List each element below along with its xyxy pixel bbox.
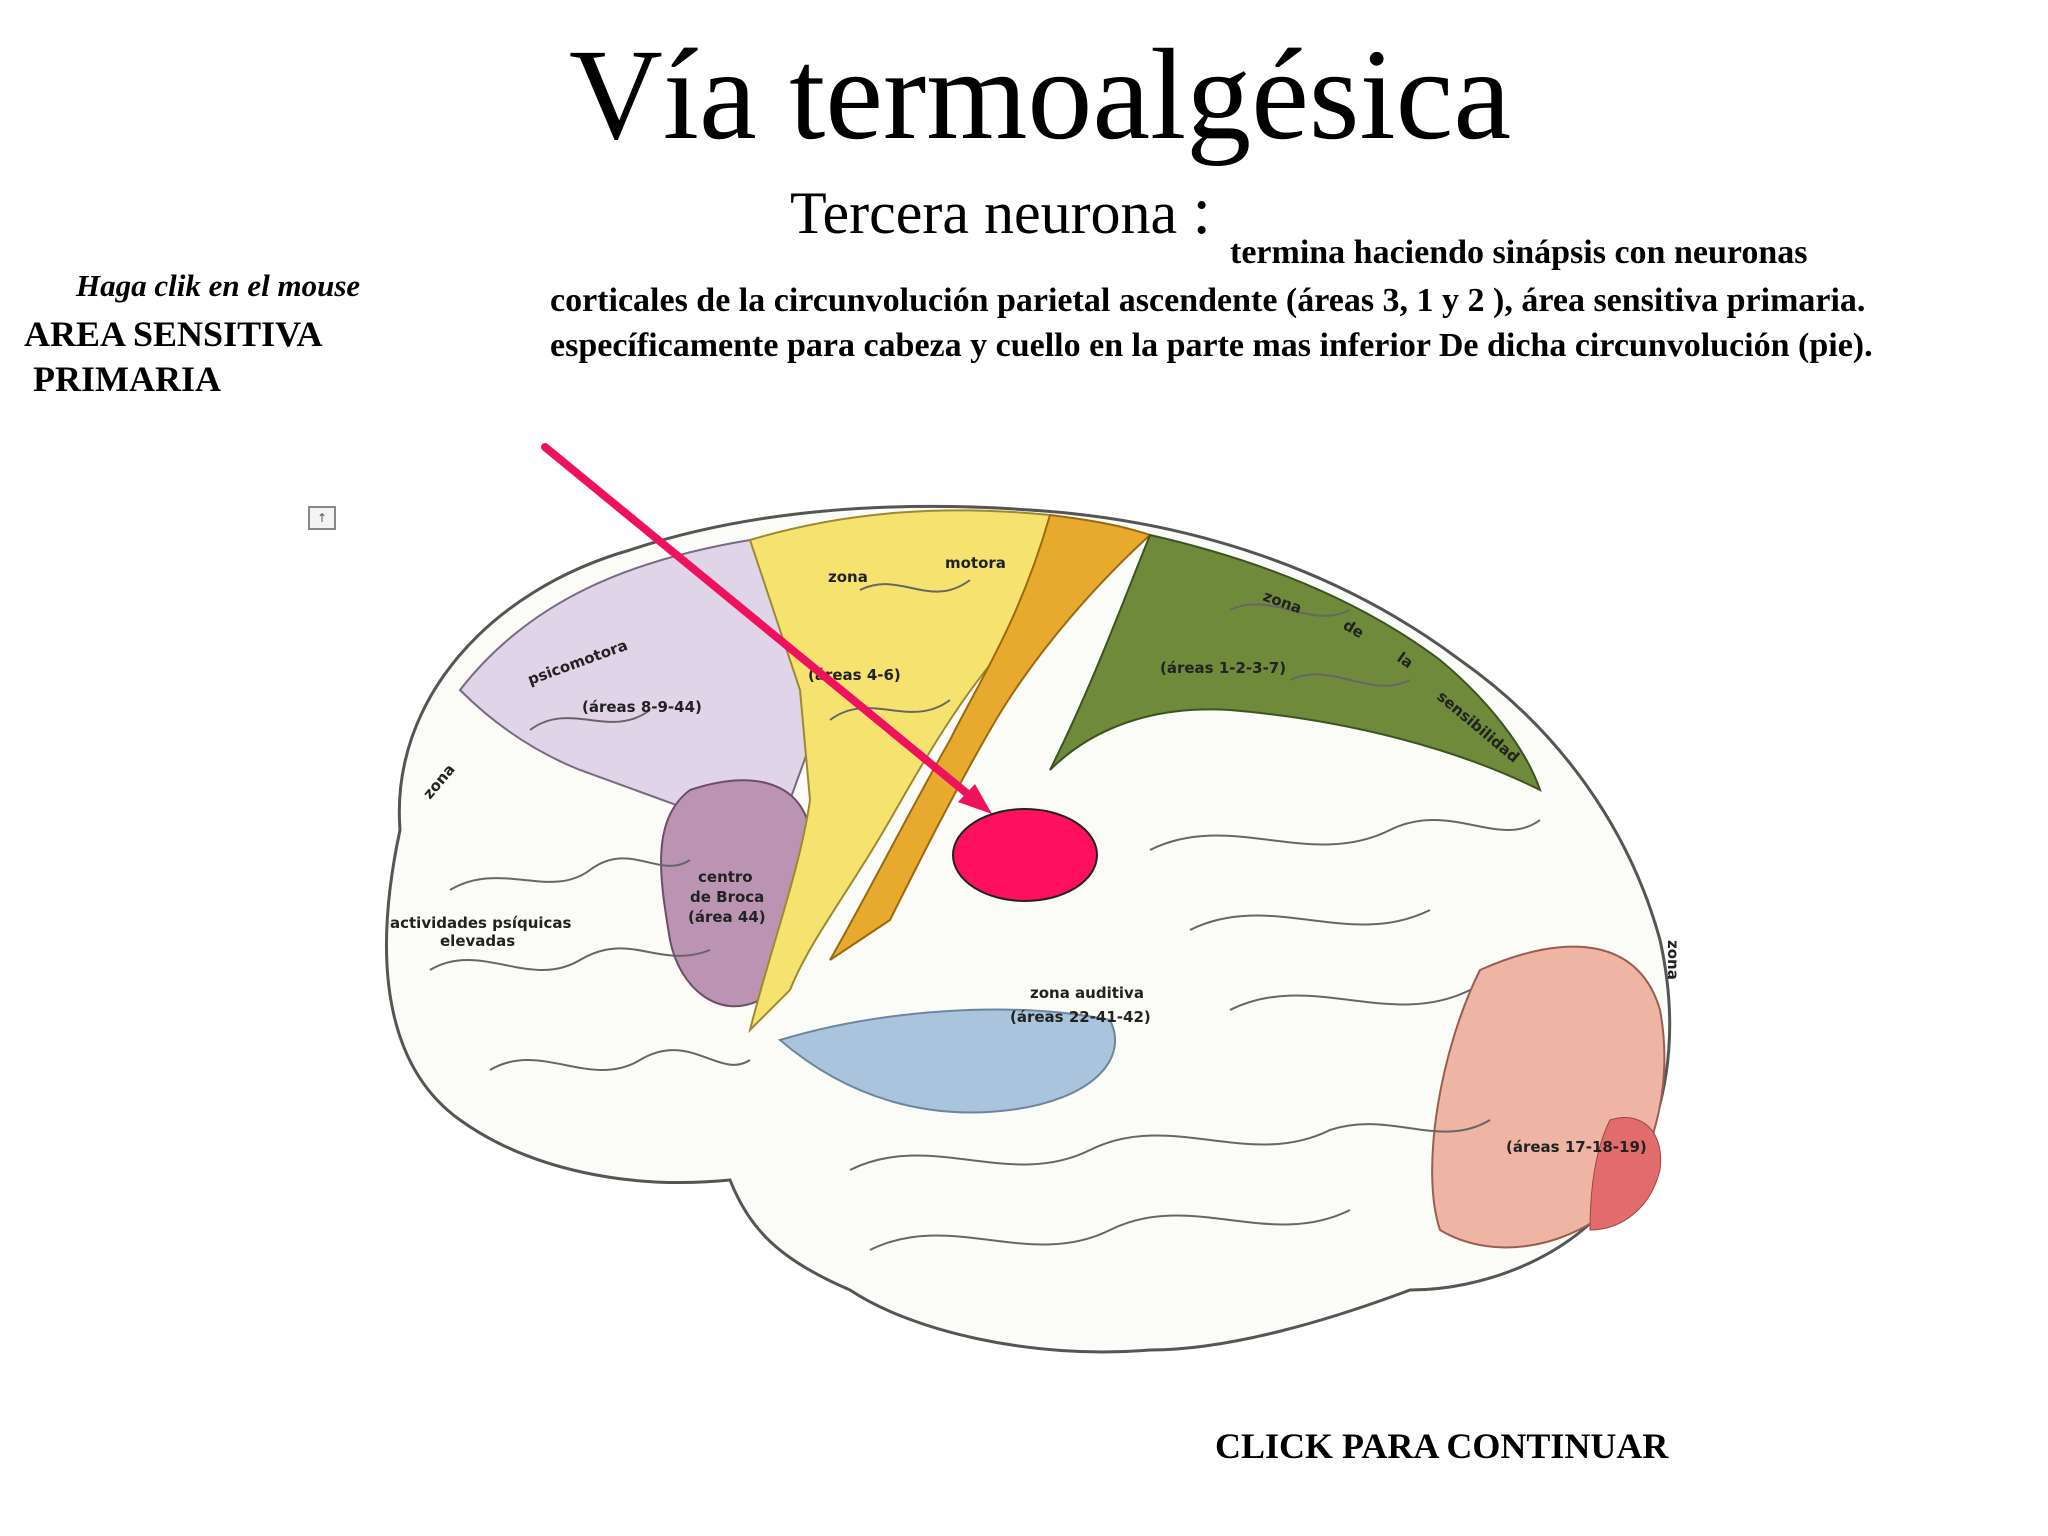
subtitle-colon: : <box>1192 172 1212 248</box>
subtitle-text: Tercera neurona <box>790 180 1178 246</box>
gyri-lines <box>429 579 1541 1251</box>
area-sensitiva-label: AREA SENSITIVA PRIMARIA <box>24 314 323 399</box>
slide-title: Vía termoalgésica <box>568 23 1512 167</box>
label-auditiva: zona auditiva <box>1030 984 1144 1002</box>
label-auditiva-areas: (áreas 22-41-42) <box>1010 1008 1151 1026</box>
description-first-line: termina haciendo sinápsis con neuronas <box>1230 234 1808 271</box>
label-psiquicas-1: actividades psíquicas <box>390 914 572 932</box>
description-text: corticales de la circunvolución parietal… <box>550 282 1873 364</box>
label-broca-1: centro <box>698 868 753 886</box>
visual-region-tip <box>1589 1116 1662 1231</box>
label-broca-2: de Broca <box>690 888 764 906</box>
slide-nav-button[interactable]: ↑ <box>308 506 336 530</box>
sensory-region <box>1049 533 1542 792</box>
brain-illustration: zona motora (áreas 4-6) psicomotora (áre… <box>385 504 1682 1354</box>
label-visual-zona: zona <box>1664 940 1682 980</box>
continue-button[interactable]: CLICK PARA CONTINUAR <box>1215 1426 1669 1466</box>
slide-subtitle: Tercera neurona : <box>790 170 1211 253</box>
label-psiquicas-2: elevadas <box>440 932 515 950</box>
label-motora-areas: (áreas 4-6) <box>808 666 901 684</box>
label-sensitiva-areas: (áreas 1-2-3-7) <box>1160 659 1286 677</box>
auditory-region <box>777 1008 1116 1114</box>
mouse-click-hint: Haga clik en el mouse <box>76 268 361 303</box>
label-broca-3: (área 44) <box>688 908 766 926</box>
label-zona-motora-1: zona <box>828 568 868 586</box>
label-motora: motora <box>945 554 1006 572</box>
label-visual-areas: (áreas 17-18-19) <box>1506 1138 1647 1156</box>
label-psicomotora-areas: (áreas 8-9-44) <box>582 698 702 716</box>
